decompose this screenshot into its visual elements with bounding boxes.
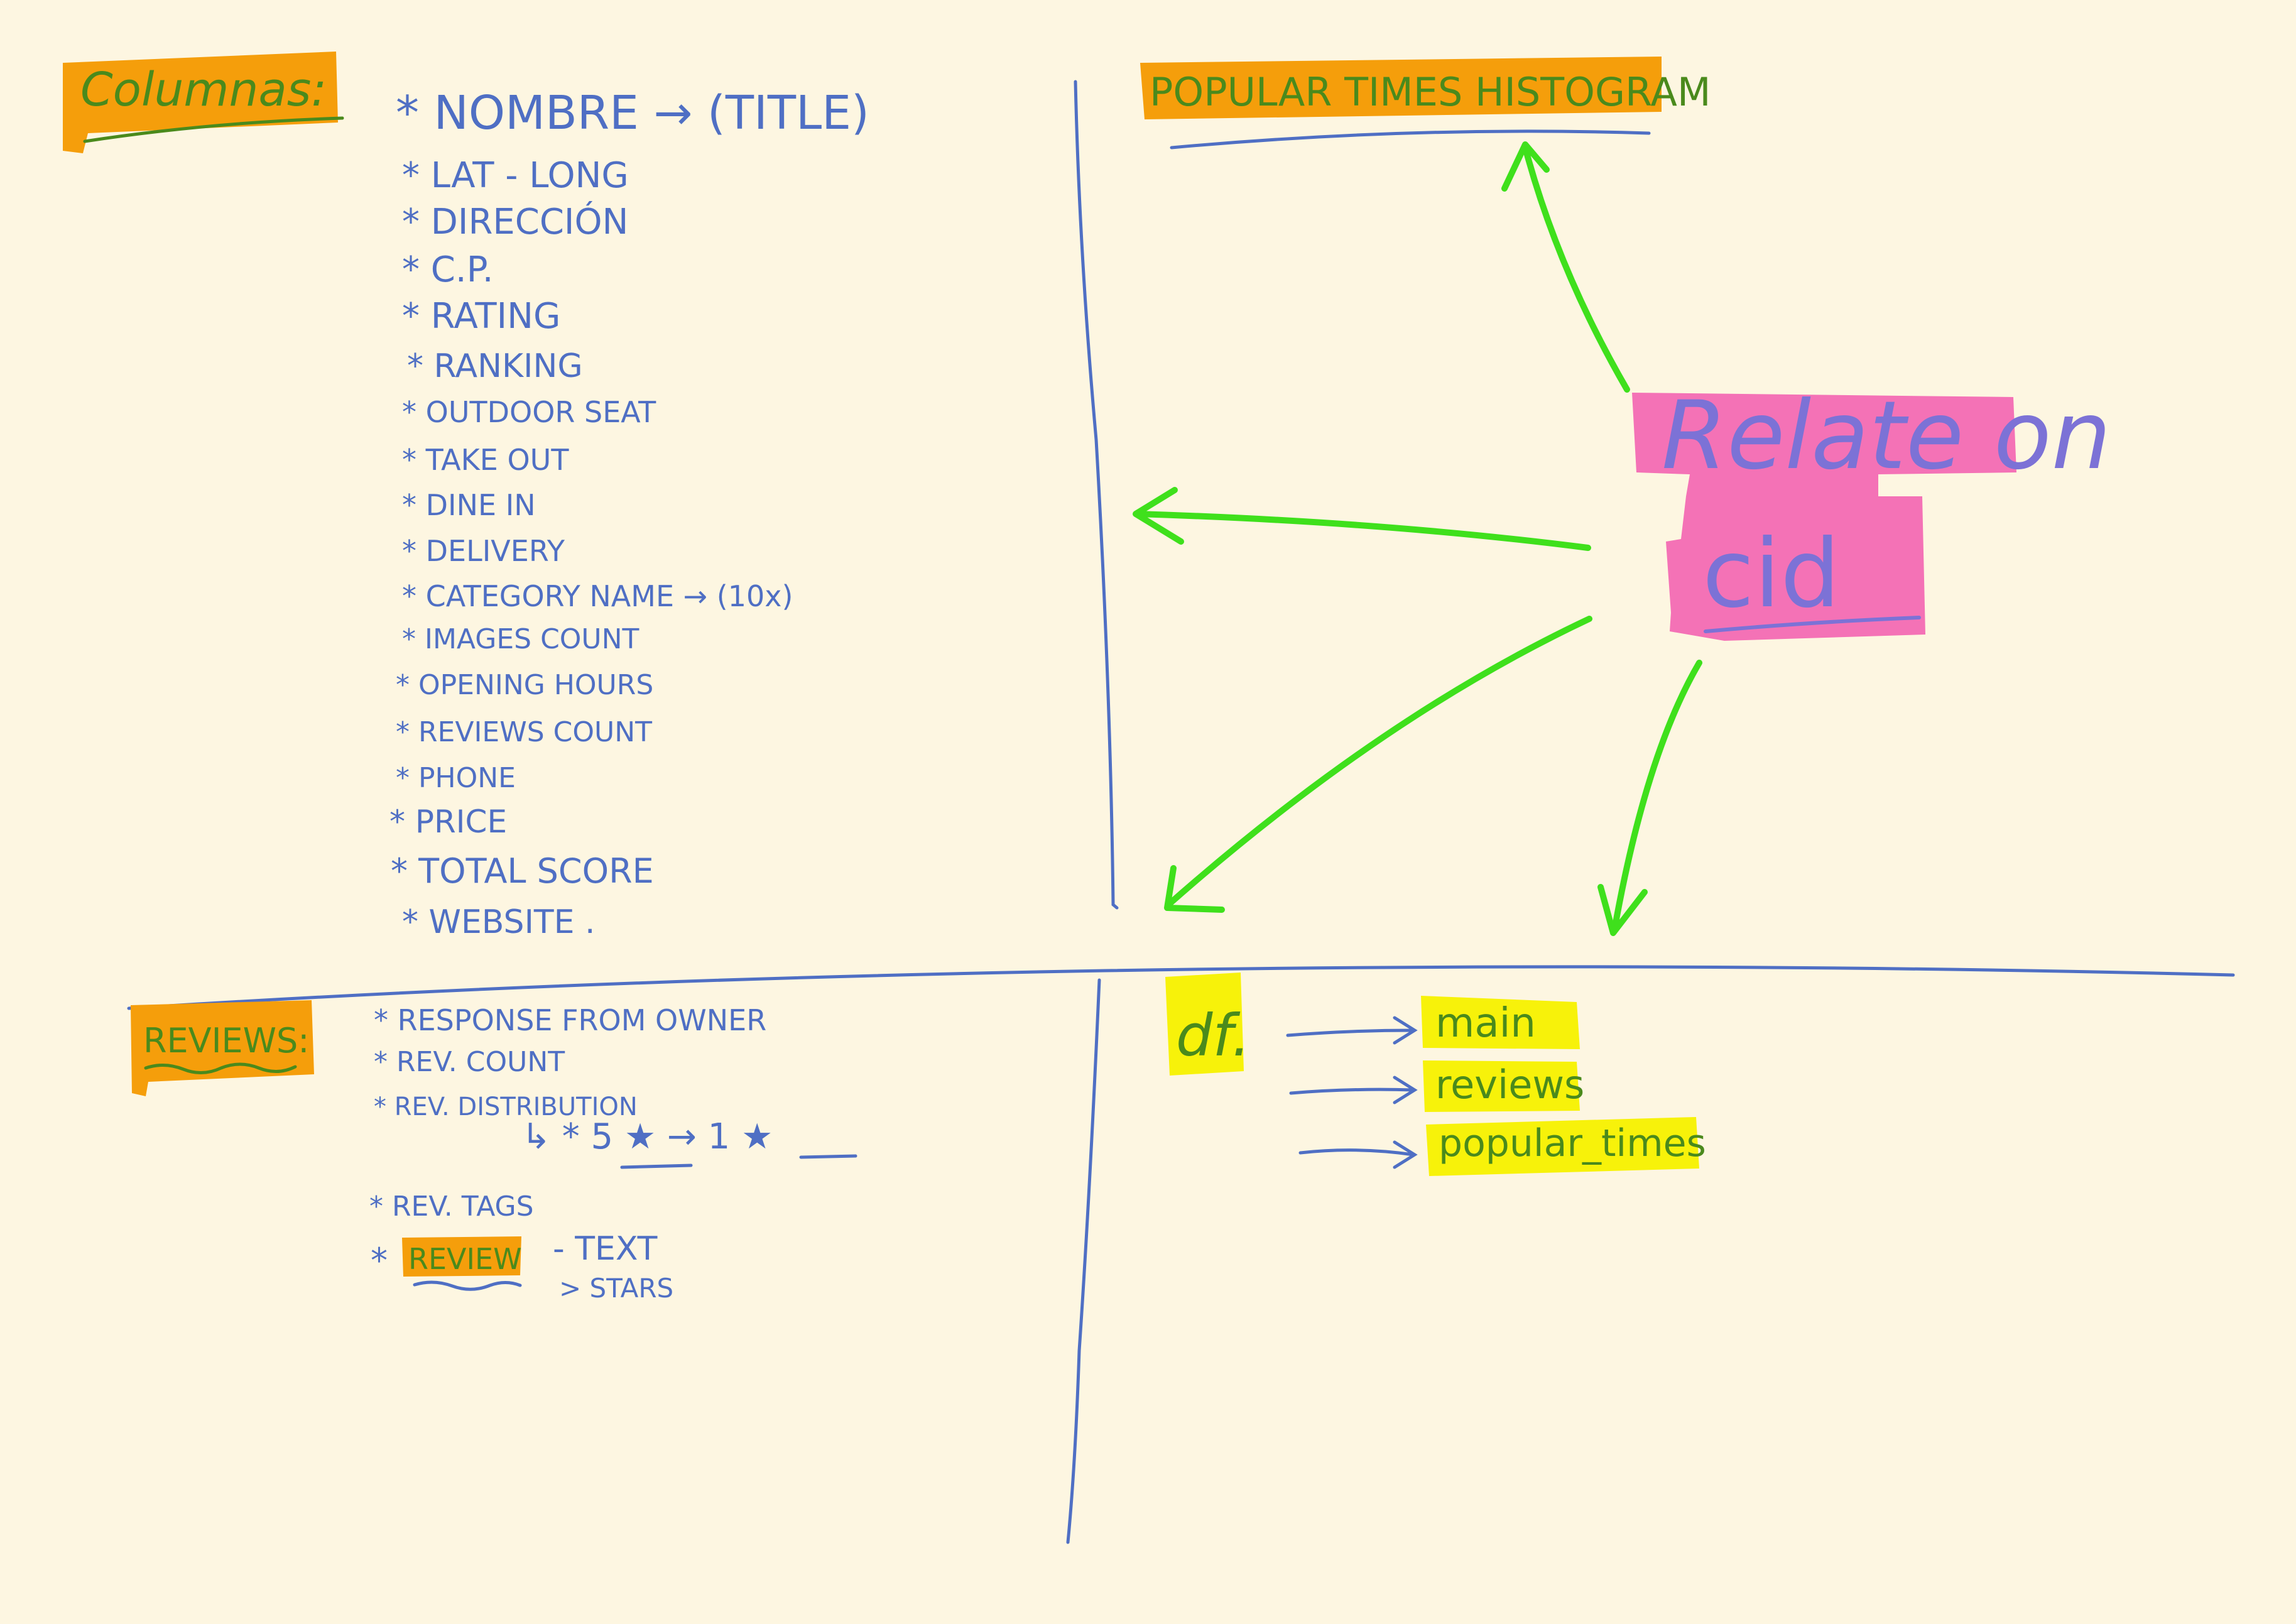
column-item: * REVIEWS COUNT (396, 716, 652, 748)
review-marker: * (371, 1241, 388, 1280)
df-table-highlight (1423, 1060, 1580, 1112)
df-highlight (1165, 973, 1244, 1076)
arrow-to-popular-times-head (1501, 141, 1550, 192)
vertical-divider-top (1074, 80, 1119, 910)
df-table-main: main (1435, 1000, 1536, 1047)
relate-line-2: cid (1702, 520, 1840, 629)
review-field: - TEXT (553, 1230, 658, 1268)
vertical-divider-bottom (1066, 978, 1101, 1544)
relate-highlight (1632, 393, 2016, 641)
arrow-to-reviews (1165, 616, 1592, 908)
review-field: > STARS (559, 1273, 673, 1304)
df-arrow-reviews (1289, 1076, 1418, 1104)
columns-list: * NOMBRE → (TITLE) * LAT - LONG * DIRECC… (389, 86, 869, 941)
horizontal-divider (127, 965, 2235, 1010)
popular-times-group: POPULAR TIMES HISTOGRAM (1140, 57, 1711, 150)
review-label-squiggle (413, 1280, 522, 1291)
review-item: ↳ * 5 ★ → 1 ★ (521, 1116, 773, 1157)
popular-times-underline (1170, 129, 1651, 150)
df-table-reviews: reviews (1435, 1062, 1584, 1108)
columns-heading-group: Columnas: (63, 52, 344, 153)
columns-heading-underline (83, 116, 344, 143)
one-star-underline (799, 1154, 857, 1159)
column-item: * WEBSITE . (402, 903, 596, 941)
popular-times-highlight (1140, 57, 1662, 119)
column-item: * RANKING (407, 347, 583, 385)
column-item: * PHONE (396, 762, 516, 794)
df-section: df. main reviews popular_times (1165, 973, 1706, 1176)
df-arrow-popular-times (1298, 1140, 1418, 1169)
df-table-highlight (1421, 996, 1580, 1049)
relate-line-1: Relate on (1662, 381, 2111, 491)
reviews-list: * RESPONSE FROM OWNER * REV. COUNT * REV… (369, 1003, 857, 1304)
column-item: * OUTDOOR SEAT (402, 395, 656, 429)
review-item: * REV. TAGS (369, 1191, 534, 1223)
column-item: * PRICE (389, 804, 507, 840)
arrow-to-columns (1134, 511, 1591, 551)
column-item: * NOMBRE → (TITLE) (396, 86, 869, 140)
arrow-to-popular-times (1522, 144, 1630, 393)
column-item: * C.P. (402, 249, 494, 290)
column-item: * IMAGES COUNT (402, 623, 639, 655)
column-item: * OPENING HOURS (396, 669, 653, 701)
review-label-highlight (402, 1236, 521, 1277)
arrow-to-df-head (1597, 884, 1648, 936)
column-item: * RATING (402, 296, 560, 337)
column-item: * DIRECCIÓN (402, 202, 628, 243)
column-item: * DELIVERY (402, 534, 565, 568)
columns-heading-highlight (63, 52, 338, 153)
df-table-popular-times: popular_times (1439, 1121, 1706, 1165)
column-item: * TOTAL SCORE (391, 851, 654, 891)
arrow-to-reviews-head (1164, 865, 1225, 913)
df-label: df. (1176, 1002, 1250, 1069)
column-item: * CATEGORY NAME → (10x) (402, 579, 793, 613)
relation-arrows (1133, 141, 1702, 936)
popular-times-heading: POPULAR TIMES HISTOGRAM (1150, 69, 1711, 115)
review-item: * REV. DISTRIBUTION (374, 1093, 638, 1121)
review-item: * RESPONSE FROM OWNER (374, 1003, 766, 1037)
reviews-heading-squiggle (144, 1062, 297, 1074)
column-item: * DINE IN (402, 488, 536, 522)
arrow-to-df (1611, 660, 1702, 933)
columns-heading: Columnas: (80, 63, 327, 117)
relate-note-group: Relate on cid (1632, 381, 2111, 641)
df-arrow-main (1286, 1016, 1418, 1045)
df-table-highlight (1426, 1117, 1699, 1176)
cid-underline (1704, 616, 1921, 633)
reviews-heading: REVIEWS: (143, 1021, 310, 1060)
column-item: * LAT - LONG (402, 155, 629, 196)
review-item: * REV. COUNT (374, 1046, 565, 1078)
five-star-underline (620, 1164, 693, 1169)
reviews-heading-group: REVIEWS: (131, 1000, 314, 1096)
arrow-to-columns-head (1133, 487, 1184, 545)
review-label: REVIEW (408, 1242, 522, 1276)
column-item: * TAKE OUT (402, 443, 569, 477)
